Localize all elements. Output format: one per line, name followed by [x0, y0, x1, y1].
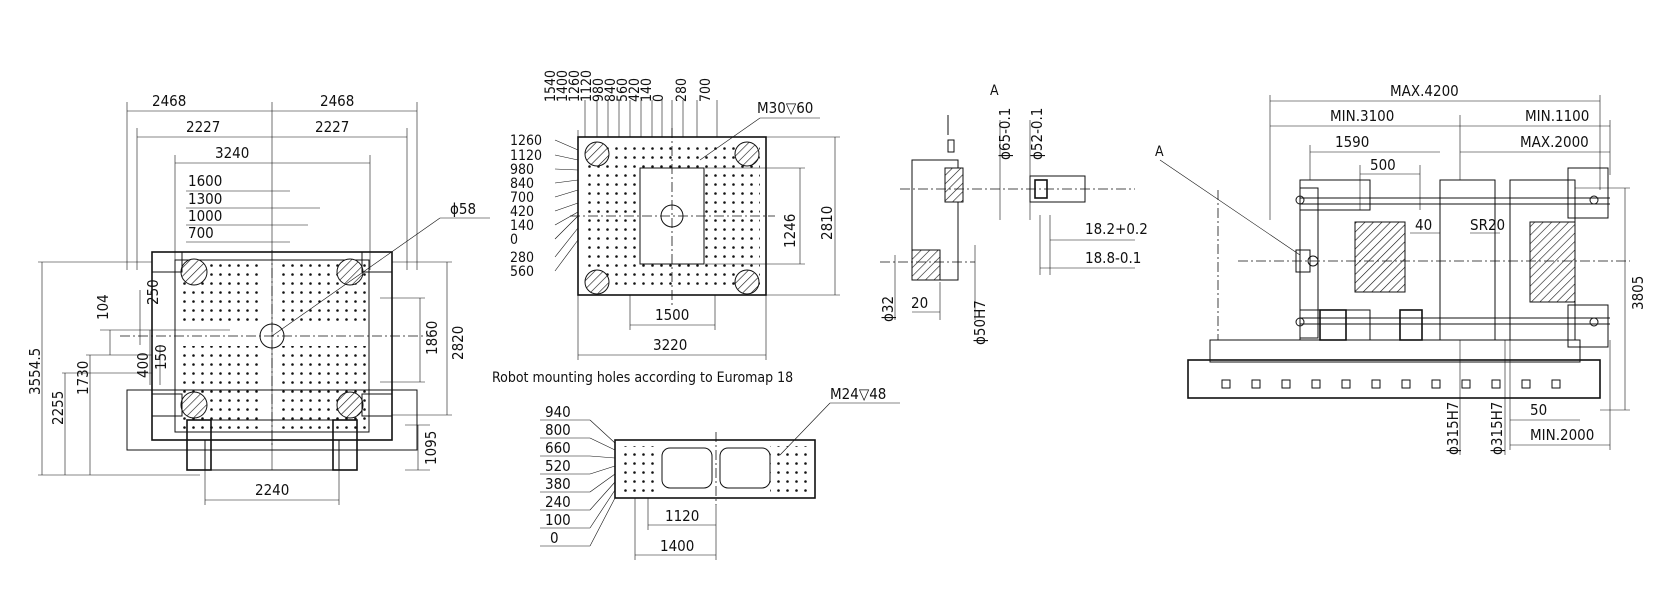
dim-2810: 2810: [818, 206, 836, 240]
dim-104: 104: [94, 294, 112, 320]
dim-3240: 3240: [215, 144, 249, 162]
platen-left-280: 280: [510, 250, 534, 266]
dim-18-8: 18.8-0.1: [1085, 249, 1141, 267]
platen-left-700: 700: [510, 190, 534, 206]
dia-52: ϕ52-0.1: [1028, 108, 1046, 160]
platen-left-840: 840: [510, 176, 534, 192]
grid-1300: 1300: [188, 190, 222, 208]
platen-left-560: 560: [510, 264, 534, 280]
platen-thread-note: M30▽60: [757, 99, 813, 117]
dim-1095: 1095: [422, 431, 440, 465]
side-dim-1590: 1590: [1335, 133, 1369, 151]
robot-mounting-caption: Robot mounting holes according to Euroma…: [492, 370, 793, 386]
dim-1120: 1120: [665, 507, 699, 525]
dim-400: 400: [134, 352, 152, 378]
front-view: 2468 2468 2227 2227 3240 1600 1300 1000 …: [26, 92, 490, 505]
platen-top-140: 140: [639, 78, 655, 102]
platen-top-840: 840: [603, 78, 619, 102]
side-dia-315-b: ϕ315H7: [1488, 402, 1506, 455]
side-label-a: A: [1155, 144, 1164, 160]
dim-1860: 1860: [423, 321, 441, 355]
platen-left-1260: 1260: [510, 133, 542, 149]
platen-left-980: 980: [510, 162, 534, 178]
dia-50h7: ϕ50H7: [971, 300, 989, 345]
dim-2227-left: 2227: [186, 118, 220, 136]
robot-left-240: 240: [545, 493, 571, 511]
dim-2255: 2255: [49, 391, 67, 425]
dim-150: 150: [152, 344, 170, 370]
robot-plate-view: 940 800 660 520 380 240 100 0 M24▽48 112…: [540, 385, 900, 560]
dim-20: 20: [911, 294, 928, 312]
platen-top-1540: 1540: [543, 70, 559, 102]
dim-1500: 1500: [655, 306, 689, 324]
dim-1730: 1730: [74, 361, 92, 395]
platen-top-980: 980: [591, 78, 607, 102]
dim-3220: 3220: [653, 336, 687, 354]
platen-left-140: 140: [510, 218, 534, 234]
dim-2468-right: 2468: [320, 92, 354, 110]
grid-1000: 1000: [188, 207, 222, 225]
robot-left-660: 660: [545, 439, 571, 457]
platen-top-420: 420: [627, 78, 643, 102]
platen-left-420: 420: [510, 204, 534, 220]
dim-250: 250: [144, 279, 162, 305]
platen-top-280: 280: [674, 78, 690, 102]
dim-18-2: 18.2+0.2: [1085, 220, 1148, 238]
robot-left-940: 940: [545, 403, 571, 421]
detail-a-view: A ϕ65-0.1 ϕ52-0.1 18.2+0.2 18.8-0.1 ϕ32 …: [879, 83, 1148, 345]
platen-view: 1540 1400 1260 1120 980 840 560 420 140 …: [492, 70, 840, 386]
grid-1600: 1600: [188, 172, 222, 190]
dim-2227-right: 2227: [315, 118, 349, 136]
platen-left-0: 0: [510, 232, 518, 248]
platen-top-700: 700: [698, 78, 714, 102]
robot-left-0: 0: [550, 529, 559, 547]
side-dia-315-a: ϕ315H7: [1444, 402, 1462, 455]
platen-top-1120: 1120: [579, 70, 595, 102]
dia-32: ϕ32: [879, 296, 897, 322]
robot-left-380: 380: [545, 475, 571, 493]
side-min-1100: MIN.1100: [1525, 107, 1589, 125]
platen-top-560: 560: [615, 78, 631, 102]
robot-left-800: 800: [545, 421, 571, 439]
dia-58: ϕ58: [450, 200, 476, 218]
dim-2468-left: 2468: [152, 92, 186, 110]
dim-1400: 1400: [660, 537, 694, 555]
side-dim-50: 50: [1530, 401, 1547, 419]
side-dim-40: 40: [1415, 216, 1432, 234]
robot-left-100: 100: [545, 511, 571, 529]
dia-65: ϕ65-0.1: [996, 108, 1014, 160]
platen-top-1400: 1400: [555, 70, 571, 102]
dim-2240: 2240: [255, 481, 289, 499]
platen-top-0: 0: [651, 94, 667, 102]
side-max-4200: MAX.4200: [1390, 82, 1459, 100]
platen-left-1120: 1120: [510, 148, 542, 164]
side-max-2000: MAX.2000: [1520, 133, 1589, 151]
robot-thread-note: M24▽48: [830, 385, 886, 403]
side-min-3100: MIN.3100: [1330, 107, 1394, 125]
side-view: MAX.4200 MIN.3100 MIN.1100 1590 MAX.2000…: [1155, 82, 1647, 455]
side-sr20: SR20: [1470, 216, 1505, 234]
detail-a-label: A: [990, 83, 999, 99]
platen-top-1260: 1260: [567, 70, 583, 102]
grid-700: 700: [188, 224, 214, 242]
side-dim-500: 500: [1370, 156, 1396, 174]
side-min-2000: MIN.2000: [1530, 426, 1594, 444]
robot-left-520: 520: [545, 457, 571, 475]
dim-2820: 2820: [449, 326, 467, 360]
side-dim-3805: 3805: [1629, 276, 1647, 310]
dim-3554-5: 3554.5: [26, 348, 44, 395]
dim-1246: 1246: [781, 214, 799, 248]
